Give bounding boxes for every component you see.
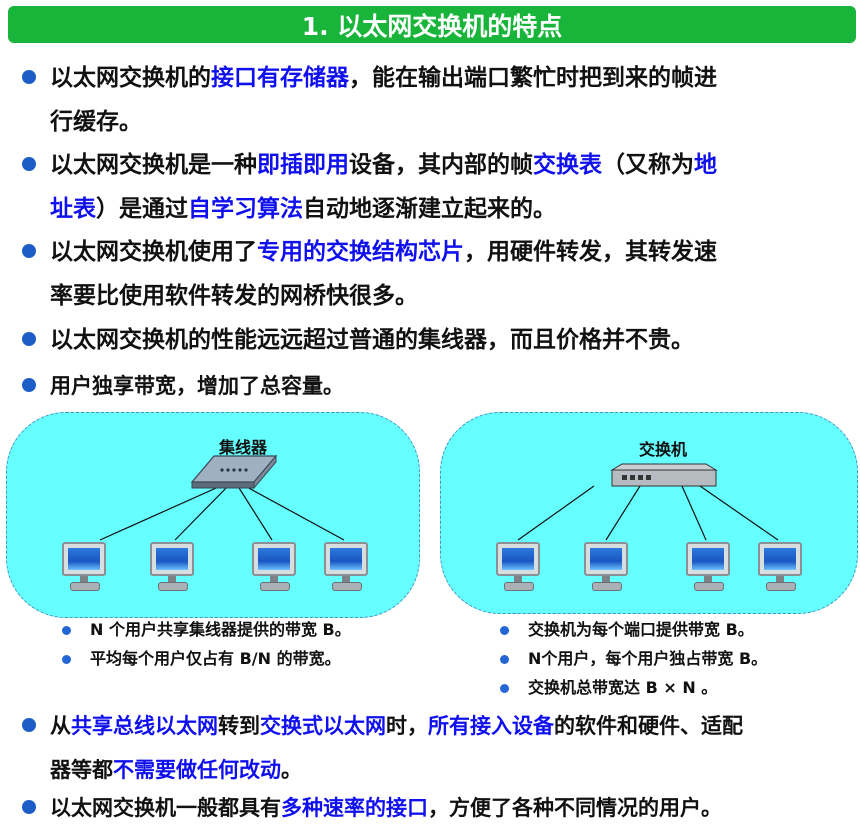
bullet-text: 自动地逐渐建立起来的。 — [303, 196, 556, 222]
hub-note: N 个用户共享集线器提供的带宽 B。 — [62, 616, 351, 644]
bullet-text: 行缓存。 — [50, 109, 142, 135]
bullet-storage: 以太网交换机的接口有存储器，能在输出端口繁忙时把到来的帧进 行缓存。 — [8, 56, 848, 144]
computer-icon — [496, 542, 540, 592]
bullet-text: 。 — [281, 758, 302, 782]
bullet-text: 从 — [50, 714, 71, 738]
bullet-dot — [22, 378, 36, 392]
note-dot — [62, 626, 71, 635]
switch-note: 交换机为每个端口提供带宽 B。 — [500, 616, 754, 644]
bullet-text: ，用硬件转发，其转发速 — [464, 239, 717, 265]
bullet-dot — [22, 800, 36, 814]
bullet-highlight: 不需要做任何改动 — [113, 758, 281, 782]
hub-note: 平均每个用户仅占有 B/N 的带宽。 — [62, 645, 341, 673]
bullet-dot — [22, 70, 36, 84]
bullet-highlight: 自学习算法 — [188, 196, 303, 222]
bullet-text: 以太网交换机使用了 — [50, 239, 257, 265]
hub-link-4 — [233, 479, 345, 541]
bullet-dot — [22, 244, 36, 258]
hub-link-3 — [233, 479, 273, 541]
switch-icon — [610, 463, 718, 487]
bullet-highlight: 多种速率的接口 — [281, 796, 428, 820]
bullet-dot — [22, 718, 36, 732]
bullet-text: ，方便了各种不同情况的用户。 — [428, 796, 722, 820]
bullet-highlight: 接口有存储器 — [211, 65, 349, 91]
switch-label: 交换机 — [638, 440, 687, 459]
computer-icon — [150, 542, 194, 592]
bullet-no-changes: 从共享总线以太网转到交换式以太网时，所有接入设备的软件和硬件、适配 器等都不需要… — [8, 704, 848, 792]
bullet-text: 以太网交换机一般都具有 — [50, 796, 281, 820]
bullet-performance: 以太网交换机的性能远远超过普通的集线器，而且价格并不贵。 — [8, 318, 848, 362]
bullet-bandwidth: 用户独享带宽，增加了总容量。 — [8, 364, 848, 408]
hub-link-2 — [174, 479, 235, 541]
bullet-text: 率要比使用软件转发的网桥快很多。 — [50, 283, 418, 309]
note-dot — [500, 655, 509, 664]
computer-icon — [584, 542, 628, 592]
switch-link-1 — [517, 485, 595, 541]
bullet-text: 以太网交换机的 — [50, 65, 211, 91]
bullet-plug-and-play: 以太网交换机是一种即插即用设备，其内部的帧交换表（又称为地 址表）是通过自学习算… — [8, 143, 848, 231]
bullet-text: 器等都 — [50, 758, 113, 782]
note-dot — [500, 626, 509, 635]
bullet-multi-rate: 以太网交换机一般都具有多种速率的接口，方便了各种不同情况的用户。 — [8, 786, 848, 830]
bullet-highlight: 地 — [694, 152, 717, 178]
switch-link-2 — [605, 485, 641, 541]
switch-network-area — [440, 412, 858, 614]
note-dot — [62, 655, 71, 664]
bullet-highlight: 址表 — [50, 196, 96, 222]
page-title: 1. 以太网交换机的特点 — [8, 6, 856, 43]
computer-icon — [324, 542, 368, 592]
bullet-text: 设备，其内部的帧 — [349, 152, 533, 178]
switch-link-4 — [699, 485, 779, 541]
computer-icon — [252, 542, 296, 592]
computer-icon — [62, 542, 106, 592]
bullet-text: ）是通过 — [96, 196, 188, 222]
computer-icon — [686, 542, 730, 592]
switch-note: N个用户，每个用户独占带宽 B。 — [500, 645, 767, 673]
bullet-text: 的软件和硬件、适配 — [554, 714, 743, 738]
bullet-highlight: 专用的交换结构芯片 — [257, 239, 464, 265]
bullet-highlight: 即插即用 — [257, 152, 349, 178]
bullet-text: 用户独享带宽，增加了总容量。 — [50, 374, 344, 398]
bullet-dot — [22, 157, 36, 171]
bullet-switching-chip: 以太网交换机使用了专用的交换结构芯片，用硬件转发，其转发速 率要比使用软件转发的… — [8, 230, 848, 318]
bullet-text: 时， — [386, 714, 428, 738]
bullet-text: （又称为 — [602, 152, 694, 178]
bullet-dot — [22, 332, 36, 346]
bullet-text: 以太网交换机是一种 — [50, 152, 257, 178]
hub-link-1 — [99, 479, 235, 541]
hub-label: 集线器 — [218, 438, 267, 457]
bullet-text: ，能在输出端口繁忙时把到来的帧进 — [349, 65, 717, 91]
switch-link-3 — [681, 485, 707, 541]
bullet-highlight: 共享总线以太网 — [71, 714, 218, 738]
computer-icon — [758, 542, 802, 592]
bullet-highlight: 交换式以太网 — [260, 714, 386, 738]
bullet-highlight: 所有接入设备 — [428, 714, 554, 738]
switch-note: 交换机总带宽达 B × N 。 — [500, 674, 717, 702]
hub-icon — [190, 454, 278, 490]
bullet-highlight: 交换表 — [533, 152, 602, 178]
note-dot — [500, 684, 509, 693]
bullet-text: 转到 — [218, 714, 260, 738]
bullet-text: 以太网交换机的性能远远超过普通的集线器，而且价格并不贵。 — [50, 327, 694, 353]
